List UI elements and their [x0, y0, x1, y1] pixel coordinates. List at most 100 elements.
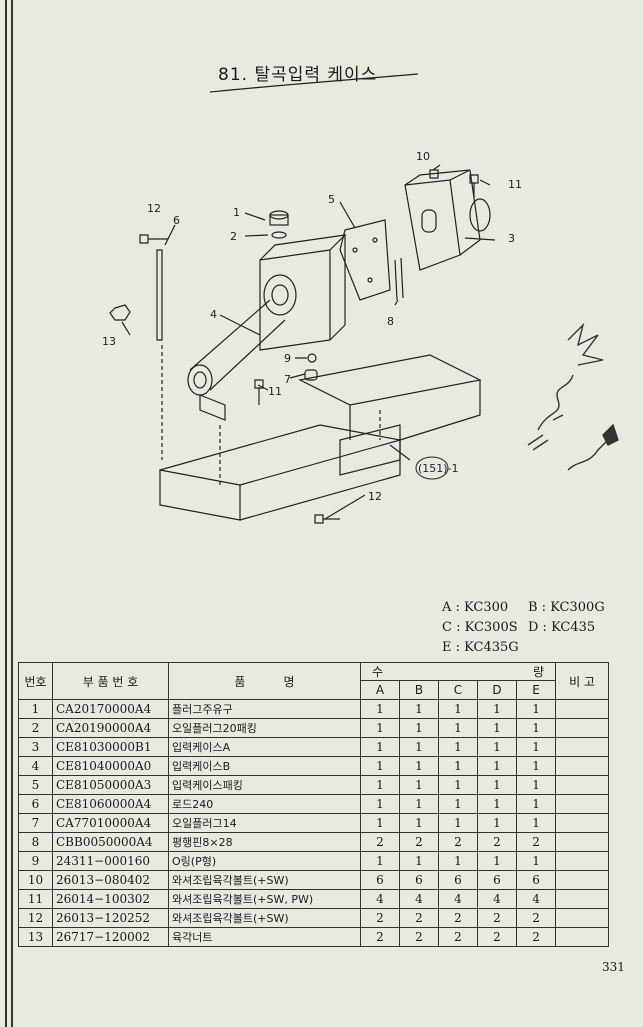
exploded-parts-diagram: 1 2 3 4 5 6 7 8 9 10 11 11 12 12 13 (151… — [102, 150, 522, 524]
part-number: CA20190000A4 — [52, 718, 169, 738]
part-number: CA77010000A4 — [52, 813, 169, 833]
remark — [555, 794, 610, 814]
callout-13: 13 — [102, 335, 116, 348]
qty-e: 1 — [515, 775, 557, 795]
title-underline — [209, 73, 419, 93]
row-number: 9 — [18, 851, 53, 871]
remark — [555, 832, 610, 852]
qty-b: 1 — [399, 851, 439, 871]
qty-a: 2 — [360, 927, 400, 947]
qty-b: 2 — [399, 908, 439, 928]
header-model-a: A — [360, 680, 400, 700]
qty-a: 1 — [360, 813, 400, 833]
remark — [555, 699, 610, 719]
input-case-a — [404, 179, 461, 271]
legend-b: B : KC300G — [528, 600, 605, 615]
qty-a: 1 — [360, 775, 400, 795]
bolt-12 — [139, 234, 168, 244]
qty-d: 2 — [477, 927, 517, 947]
part-number: 26013−080402 — [52, 870, 169, 890]
qty-a: 2 — [360, 832, 400, 852]
callout-12-bottom: 12 — [368, 490, 382, 503]
qty-b: 4 — [399, 889, 439, 909]
qty-a: 1 — [360, 794, 400, 814]
qty-e: 1 — [515, 851, 557, 871]
row-number: 8 — [18, 832, 53, 852]
legend-d: D : KC435 — [528, 620, 596, 635]
remark — [555, 737, 610, 757]
remark — [555, 756, 610, 776]
qty-e: 1 — [515, 737, 557, 757]
part-name: 와셔조립육각볼트(+SW) — [168, 870, 361, 890]
header-model-e: E — [515, 680, 557, 700]
qty-c: 1 — [438, 737, 478, 757]
qty-d: 1 — [477, 813, 517, 833]
part-name: 오일플러그20패킹 — [168, 718, 361, 738]
qty-b: 1 — [399, 794, 439, 814]
tube — [189, 299, 286, 391]
binding-line-right — [11, 0, 13, 1027]
callout-reference: (151)-1 — [418, 462, 459, 475]
qty-c: 1 — [438, 756, 478, 776]
row-number: 7 — [18, 813, 53, 833]
qty-c: 1 — [438, 775, 478, 795]
binding-line-left — [5, 0, 7, 1027]
base-bracket — [159, 469, 241, 521]
remark — [555, 813, 610, 833]
remark — [555, 889, 610, 909]
qty-e: 1 — [515, 813, 557, 833]
qty-e: 1 — [515, 794, 557, 814]
mount-plate — [298, 354, 482, 406]
qty-e: 2 — [515, 927, 557, 947]
part-number: CE81040000A0 — [52, 756, 169, 776]
callout-6: 6 — [173, 214, 180, 227]
callout-7: 7 — [284, 373, 291, 386]
qty-b: 1 — [399, 775, 439, 795]
qty-d: 2 — [477, 832, 517, 852]
qty-c: 1 — [438, 718, 478, 738]
qty-a: 6 — [360, 870, 400, 890]
qty-a: 1 — [360, 737, 400, 757]
part-name: 로드240 — [168, 794, 361, 814]
qty-c: 6 — [438, 870, 478, 890]
qty-b: 1 — [399, 699, 439, 719]
qty-d: 1 — [477, 718, 517, 738]
qty-d: 1 — [477, 775, 517, 795]
part-name: O링(P형) — [168, 851, 361, 871]
qty-a: 2 — [360, 908, 400, 928]
page-title: 81. 탈곡입력 케이스 — [218, 65, 378, 85]
row-number: 12 — [18, 908, 53, 928]
header-model-b: B — [399, 680, 439, 700]
qty-b: 1 — [399, 718, 439, 738]
part-number: CE81050000A3 — [52, 775, 169, 795]
callout-2: 2 — [230, 230, 237, 243]
callout-12-top: 12 — [147, 202, 161, 215]
qty-a: 1 — [360, 718, 400, 738]
part-name: 육각너트 — [168, 927, 361, 947]
callout-11-mid: 11 — [268, 385, 282, 398]
row-number: 2 — [18, 718, 53, 738]
page-number: 331 — [602, 960, 625, 974]
part-name: 입력케이스B — [168, 756, 361, 776]
row-number: 10 — [18, 870, 53, 890]
qty-c: 2 — [438, 908, 478, 928]
header-model-d: D — [477, 680, 517, 700]
callout-10: 10 — [416, 150, 430, 163]
row-number: 5 — [18, 775, 53, 795]
part-number: 24311−000160 — [52, 851, 169, 871]
gasket — [339, 219, 391, 301]
qty-e: 1 — [515, 756, 557, 776]
header-model-c: C — [438, 680, 478, 700]
